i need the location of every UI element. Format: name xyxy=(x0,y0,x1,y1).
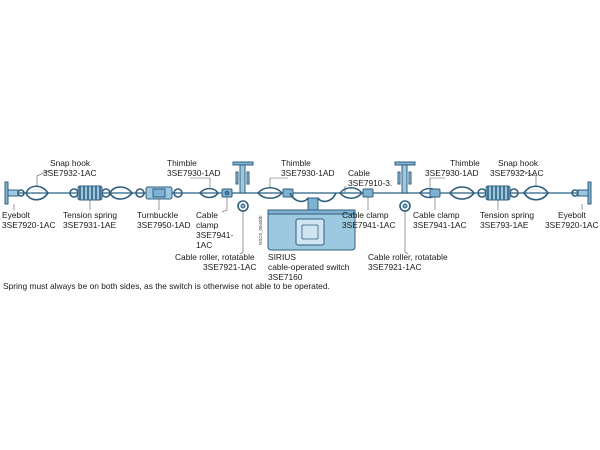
label-cable-clamp-right-code: 3SE7941-1AC xyxy=(413,220,467,230)
cable-roller-left-icon xyxy=(232,161,254,212)
snap-hook-left-icon xyxy=(25,185,49,201)
tension-spring-left-icon xyxy=(69,185,111,201)
label-tension-spring-left-code: 3SE7931-1AE xyxy=(63,220,116,230)
label-cable-clamp-right: Cable clamp xyxy=(413,210,460,220)
label-eyebolt-left-code: 3SE7920-1AC xyxy=(2,220,56,230)
snap-hook-right-2-icon xyxy=(448,186,476,200)
label-cable-clamp-mid: Cable clamp xyxy=(342,210,389,220)
label-thimble-3-code: 3SE7930-1AD xyxy=(425,168,479,178)
label-cable-clamp-left-4: 1AC xyxy=(196,240,212,250)
label-cable-clamp-left-2: clamp xyxy=(196,220,219,230)
label-snap-hook-right-code: 3SE7932-1AC xyxy=(490,168,544,178)
cable-roller-right-icon xyxy=(394,161,416,212)
label-tension-spring-left: Tension spring xyxy=(63,210,117,220)
label-turnbuckle-code: 3SE7950-1AD xyxy=(137,220,191,230)
label-cable-clamp-left-1: Cable xyxy=(196,210,218,220)
eyebolt-left-icon xyxy=(4,181,25,205)
label-tension-spring-right-code: 3SE793-1AE xyxy=(480,220,529,230)
label-thimble-1: Thimble xyxy=(167,158,197,168)
label-eyebolt-right: Eyebolt xyxy=(558,210,587,220)
leader-lines xyxy=(13,169,583,255)
cable-switch-assembly-diagram: NSC0_00490b xyxy=(2,158,599,280)
thimble-1-icon xyxy=(198,187,233,199)
label-switch-2: cable-operated switch xyxy=(268,262,350,272)
label-cable-clamp-left-3: 3SE7941- xyxy=(196,230,233,240)
label-cable-code: 3SE7910-3. xyxy=(348,178,392,188)
label-snap-hook-right: Snap hook xyxy=(498,158,539,168)
label-cable: Cable xyxy=(348,168,370,178)
label-snap-hook-left-code: 3SE7932-1AC xyxy=(43,168,97,178)
label-cable-roller-right-code: 3SE7921-1AC xyxy=(368,262,422,272)
label-tension-spring-right: Tension spring xyxy=(480,210,534,220)
label-thimble-2-code: 3SE7930-1AD xyxy=(281,168,335,178)
eyebolt-right-icon xyxy=(571,181,592,205)
label-eyebolt-right-code: 3SE7920-1AC xyxy=(545,220,599,230)
label-cable-roller-right: Cable roller, rotatable xyxy=(368,252,448,262)
label-thimble-1-code: 3SE7930-1AD xyxy=(167,168,221,178)
label-cable-clamp-mid-code: 3SE7941-1AC xyxy=(342,220,396,230)
drawing-id: NSC0_00490b xyxy=(258,215,263,245)
footnote: Spring must always be on both sides, as … xyxy=(3,281,330,291)
label-cable-roller-left: Cable roller, rotatable xyxy=(175,252,255,262)
thimble-3-icon xyxy=(338,186,374,200)
snap-hook-left-2-icon xyxy=(109,186,134,200)
turnbuckle-icon xyxy=(135,186,183,200)
cable-operated-switch-icon xyxy=(267,192,356,251)
label-switch-1: SIRIUS xyxy=(268,252,296,262)
label-cable-roller-left-code: 3SE7921-1AC xyxy=(203,262,257,272)
label-thimble-2: Thimble xyxy=(281,158,311,168)
label-snap-hook-left: Snap hook xyxy=(50,158,91,168)
snap-hook-right-icon xyxy=(523,185,549,201)
label-turnbuckle: Turnbuckle xyxy=(137,210,178,220)
label-thimble-3: Thimble xyxy=(450,158,480,168)
label-switch-3: 3SE7160 xyxy=(268,272,303,280)
label-eyebolt-left: Eyebolt xyxy=(2,210,31,220)
